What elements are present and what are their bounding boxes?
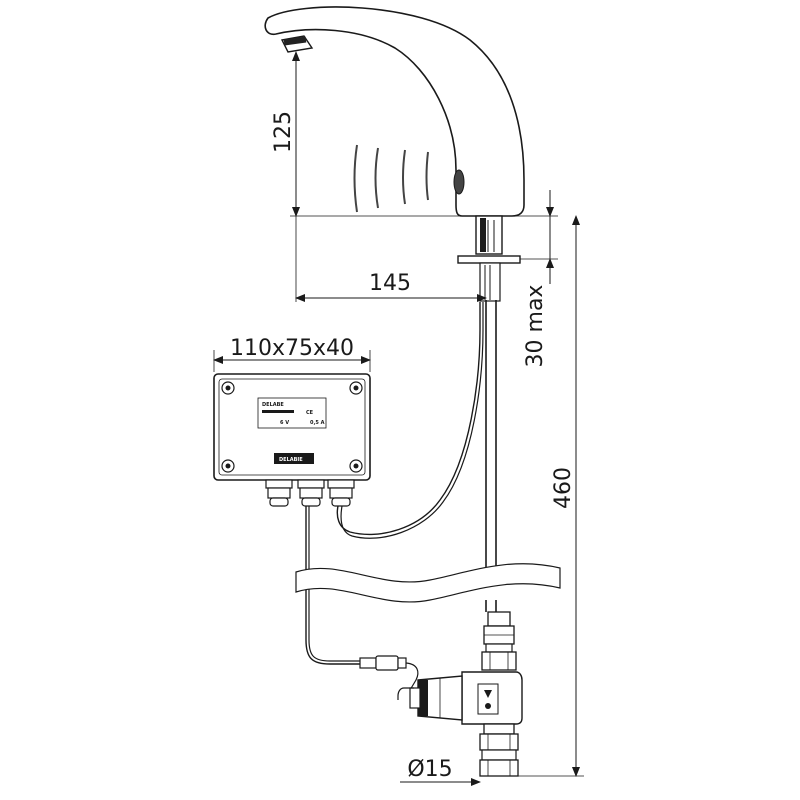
control-box: DELABE CE 6 V 0,5 A DELABIE [213, 373, 371, 481]
box-brand-top: DELABE [262, 402, 284, 408]
mounting-shank [457, 215, 521, 612]
ce-mark: CE [306, 410, 314, 416]
dimension-box: 110x75x40 [213, 336, 371, 372]
connector-plug [359, 655, 419, 691]
dimension-145: 145 [295, 216, 487, 302]
dimension-30max: 30 max [520, 190, 558, 367]
dim-label-460: 460 [551, 467, 576, 509]
cable-glands [265, 479, 355, 507]
dim-label-box: 110x75x40 [230, 336, 354, 361]
valve-cable [305, 506, 362, 665]
dim-label-125: 125 [271, 111, 296, 153]
box-brand-plate: DELABIE [279, 457, 303, 463]
solenoid-valve [397, 611, 523, 777]
screw-icon [221, 381, 363, 473]
dimension-460: 460 [518, 215, 584, 777]
box-voltage: 6 V [280, 420, 289, 426]
pipe-break-symbol [295, 563, 561, 603]
dim-label-diameter: Ø15 [407, 757, 452, 782]
sensor-wave-lines [353, 144, 429, 213]
box-current: 0,5 A [310, 420, 325, 426]
dim-label-30max: 30 max [523, 285, 548, 368]
dimension-125: 125 [271, 51, 558, 217]
dim-label-145: 145 [369, 271, 411, 296]
faucet-spout [264, 6, 525, 217]
dimension-diameter: Ø15 [400, 757, 481, 786]
